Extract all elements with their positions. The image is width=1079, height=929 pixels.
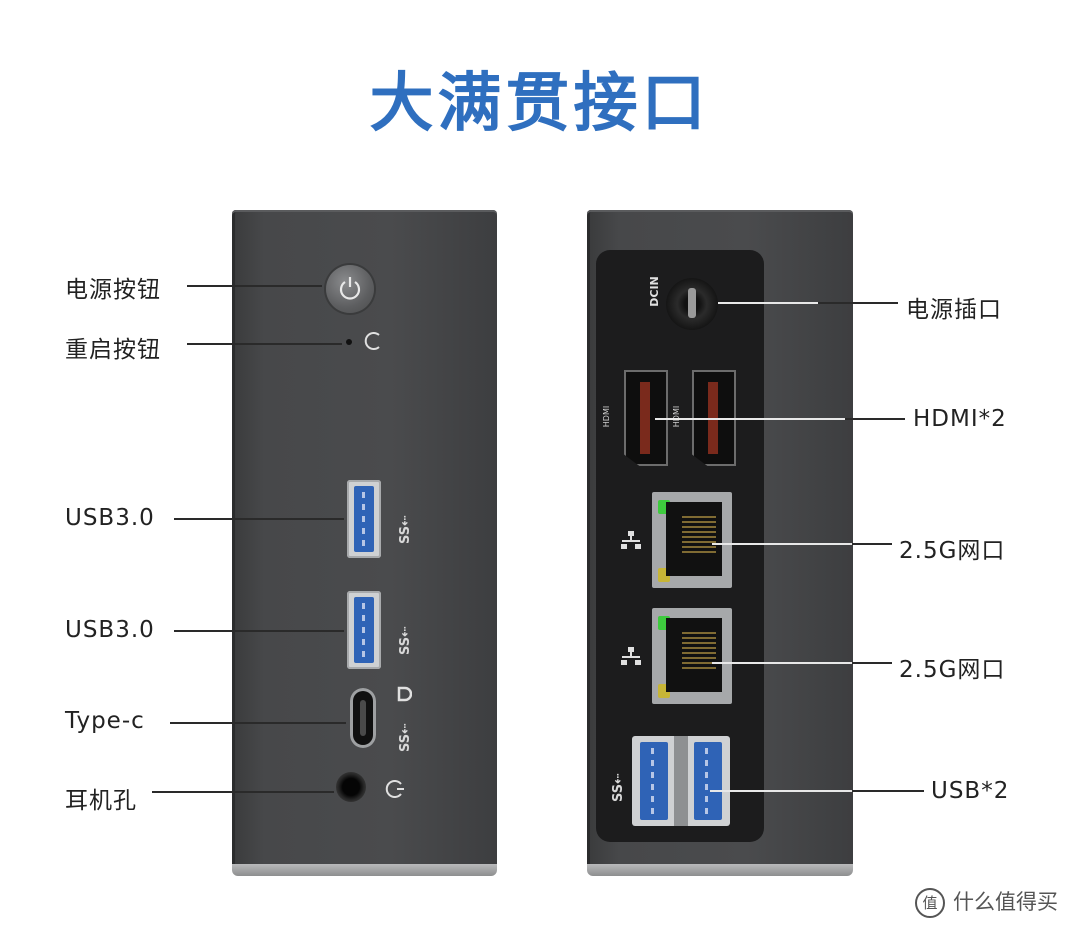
lan2-leader-line — [852, 662, 892, 664]
power-in-line-light — [718, 302, 818, 304]
power-in-leader-line — [818, 302, 898, 304]
lan-port-2 — [652, 608, 732, 704]
headphone-icon — [385, 780, 404, 798]
ss-logo-1: SS⇠ — [398, 514, 413, 544]
hdmi-leader-line — [845, 418, 905, 420]
reset-hole — [346, 339, 352, 345]
rear-base — [587, 864, 853, 876]
power-button-label: 电源按钮 — [65, 277, 161, 303]
watermark-icon: 值 — [915, 888, 945, 918]
displayport-icon — [397, 686, 412, 702]
lan1-label: 2.5G网口 — [899, 538, 1006, 564]
page-title: 大满贯接口 — [369, 67, 710, 141]
usb-a-port-1 — [347, 480, 381, 558]
lan2-label: 2.5G网口 — [899, 657, 1006, 683]
watermark: 值什么值得买 — [915, 886, 1058, 918]
dual-usb-port — [632, 736, 730, 826]
usb2-leader-line — [174, 630, 344, 632]
power-button — [326, 265, 374, 313]
usb-a-port-2 — [347, 591, 381, 669]
dc-in-jack — [666, 278, 718, 330]
ss-logo-2: SS⇠ — [398, 625, 413, 655]
network-icon-2 — [621, 647, 641, 665]
watermark-text: 什么值得买 — [953, 890, 1058, 914]
reset-leader-line — [187, 343, 342, 345]
ss-logo-rear: SS⇠ — [611, 772, 626, 802]
usb1-label: USB3.0 — [65, 505, 155, 531]
usb-rear-label: USB*2 — [931, 778, 1010, 804]
typec-leader-line — [170, 722, 346, 724]
usb-rear-line-light — [710, 790, 852, 792]
usb-rear-leader-line — [852, 790, 924, 792]
front-base — [232, 864, 497, 876]
usb2-label: USB3.0 — [65, 617, 155, 643]
hdmi-label: HDMI*2 — [913, 406, 1007, 432]
power-leader-line — [187, 285, 322, 287]
lan2-line-light — [712, 662, 852, 664]
reset-button-label: 重启按钮 — [65, 337, 161, 363]
reset-icon — [364, 332, 380, 350]
hdmi-port-text-1: HDMI — [602, 405, 612, 428]
power-in-label: 电源插口 — [906, 297, 1002, 323]
usb1-leader-line — [174, 518, 344, 520]
ss-logo-typec: SS⇠ — [398, 722, 413, 752]
power-icon — [339, 277, 361, 300]
type-c-port — [350, 688, 376, 748]
dcin-text: DCIN — [647, 276, 661, 307]
hdmi-line-light — [655, 418, 845, 420]
network-icon-1 — [621, 531, 641, 549]
audio-jack — [336, 772, 366, 802]
lan1-line-light — [712, 543, 852, 545]
lan1-leader-line — [852, 543, 892, 545]
typec-label: Type-c — [65, 708, 145, 734]
lan-port-1 — [652, 492, 732, 588]
audio-leader-line — [152, 791, 334, 793]
audio-label: 耳机孔 — [65, 788, 137, 814]
hdmi-port-text-2: HDMI — [672, 405, 682, 428]
